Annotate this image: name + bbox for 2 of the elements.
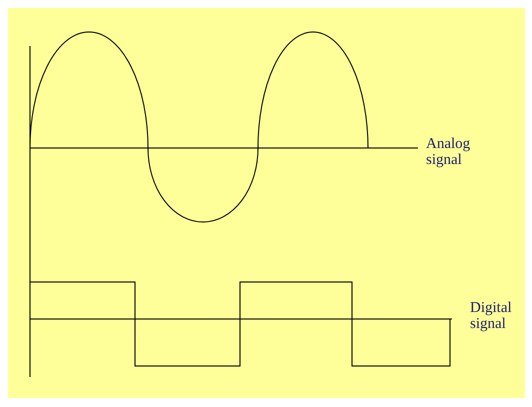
signal-label: Digital signal bbox=[470, 300, 513, 332]
signal-label: Analog signal bbox=[426, 136, 472, 168]
